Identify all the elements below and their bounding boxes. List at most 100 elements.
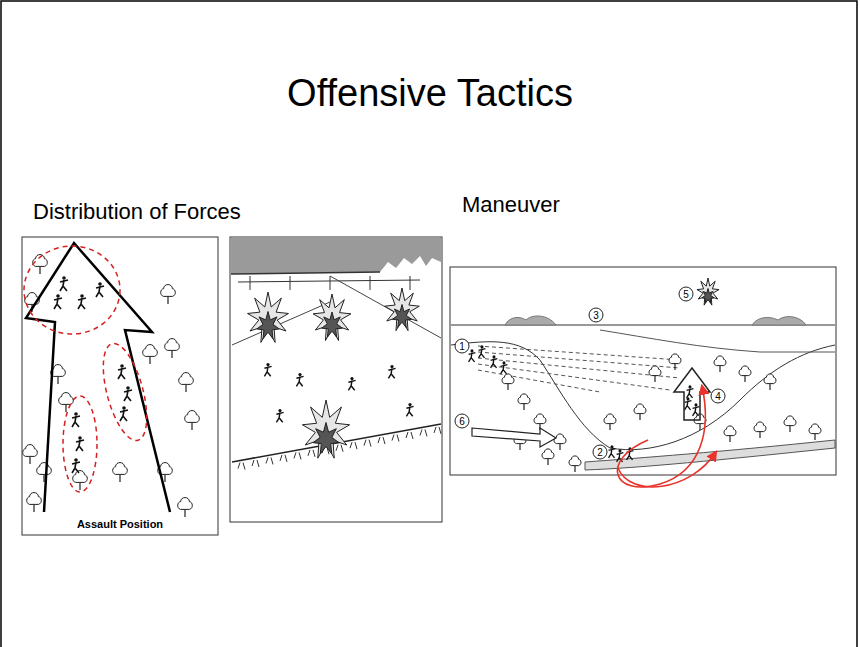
illustration-part bbox=[65, 404, 66, 412]
illustration-part bbox=[406, 406, 413, 416]
terrain-line bbox=[232, 276, 441, 345]
illustration-part bbox=[714, 356, 726, 366]
illustration-part bbox=[569, 456, 581, 466]
tree-symbol bbox=[143, 345, 158, 365]
illustration-part bbox=[507, 384, 508, 390]
callout-ring bbox=[455, 414, 469, 428]
group-ring bbox=[24, 246, 120, 334]
illustration-part bbox=[79, 482, 80, 490]
callout-ring bbox=[679, 287, 693, 301]
soldier-figure bbox=[685, 397, 692, 410]
illustration-part bbox=[184, 509, 185, 517]
soldier-figure bbox=[348, 377, 355, 390]
illustration-part bbox=[699, 424, 700, 430]
illustration-part bbox=[450, 267, 836, 475]
illustration-part bbox=[76, 440, 84, 451]
illustration-part bbox=[126, 386, 130, 390]
illustration-part bbox=[143, 345, 158, 357]
illustration-part bbox=[57, 376, 58, 384]
illustration-part bbox=[167, 296, 168, 304]
tree-symbol bbox=[179, 373, 194, 393]
illustration-part bbox=[119, 474, 120, 482]
illustration-part bbox=[179, 373, 194, 385]
illustration-part bbox=[618, 449, 621, 452]
tree-symbol bbox=[569, 456, 581, 472]
soldier-figure bbox=[78, 294, 86, 309]
tree-symbol bbox=[809, 424, 821, 440]
illustration-part bbox=[784, 416, 796, 426]
illustration-part bbox=[609, 424, 610, 430]
callout-ring bbox=[711, 389, 725, 403]
tree-symbol bbox=[764, 374, 776, 390]
illustration-part bbox=[230, 237, 442, 522]
callout-rings bbox=[455, 287, 725, 459]
tree-symbol bbox=[518, 394, 530, 410]
illustration-part bbox=[542, 449, 554, 459]
illustration-part bbox=[814, 434, 815, 440]
fire-panel bbox=[230, 237, 442, 522]
callout-number: 6 bbox=[459, 416, 465, 427]
illustration-part bbox=[390, 365, 393, 368]
tree-symbol bbox=[784, 416, 796, 432]
soldier-figure bbox=[76, 436, 84, 451]
explosion-symbol bbox=[322, 312, 343, 337]
illustration-part bbox=[609, 449, 616, 458]
tree-symbol bbox=[754, 422, 766, 438]
illustration-part bbox=[719, 366, 720, 372]
illustration-part bbox=[37, 463, 52, 475]
illustration-part bbox=[161, 285, 176, 297]
soldier-figure bbox=[479, 345, 486, 358]
tree-symbol bbox=[185, 411, 200, 431]
ridge-edge bbox=[231, 272, 380, 274]
explosion-symbol bbox=[385, 288, 420, 331]
soldier-figure bbox=[609, 445, 616, 458]
illustration-part bbox=[276, 412, 283, 422]
illustration-part bbox=[27, 493, 42, 505]
soldier-figure bbox=[491, 355, 498, 368]
illustration-part bbox=[809, 424, 821, 434]
advance-arrow bbox=[26, 243, 170, 512]
illustration-part bbox=[29, 456, 30, 464]
hill-line bbox=[451, 342, 835, 450]
illustration-part bbox=[171, 350, 172, 358]
slide-title: Offensive Tactics bbox=[287, 73, 573, 115]
illustration-part bbox=[759, 432, 760, 438]
illustration-part bbox=[408, 403, 411, 406]
explosion-symbol bbox=[257, 312, 279, 339]
illustration-part bbox=[729, 436, 730, 442]
illustration-part bbox=[769, 384, 770, 390]
illustration-part bbox=[122, 406, 126, 410]
illustration-part bbox=[278, 409, 281, 412]
illustration-part bbox=[98, 282, 102, 286]
tree-symbol bbox=[178, 498, 193, 518]
illustration-part bbox=[185, 411, 200, 423]
callout-number: 2 bbox=[597, 447, 603, 458]
illustration-part bbox=[296, 376, 303, 386]
illustration-part bbox=[348, 380, 355, 390]
explosion-symbol bbox=[313, 294, 351, 341]
maneuver-arrow bbox=[617, 386, 705, 487]
illustration-part bbox=[789, 426, 790, 432]
soldier-figure bbox=[501, 361, 508, 374]
illustration-part bbox=[693, 407, 700, 416]
illustration-part bbox=[694, 403, 697, 406]
illustration-part bbox=[22, 237, 218, 535]
illustration-part bbox=[264, 366, 271, 376]
illustration-part bbox=[754, 422, 766, 432]
wire-line bbox=[238, 276, 420, 290]
illustration-part bbox=[501, 365, 508, 374]
illustration-part bbox=[479, 349, 486, 358]
tree-symbol bbox=[165, 339, 180, 359]
illustration-part bbox=[604, 414, 616, 424]
illustration-part bbox=[59, 393, 74, 405]
illustration-part bbox=[654, 376, 655, 382]
illustration-part bbox=[165, 339, 180, 351]
illustration-part bbox=[178, 498, 193, 510]
illustration-part bbox=[72, 416, 80, 427]
illustration-part bbox=[469, 353, 476, 362]
tree-symbol bbox=[714, 356, 726, 372]
illustration-part bbox=[764, 374, 776, 384]
group-ring bbox=[95, 339, 156, 445]
illustration-part bbox=[519, 444, 520, 450]
